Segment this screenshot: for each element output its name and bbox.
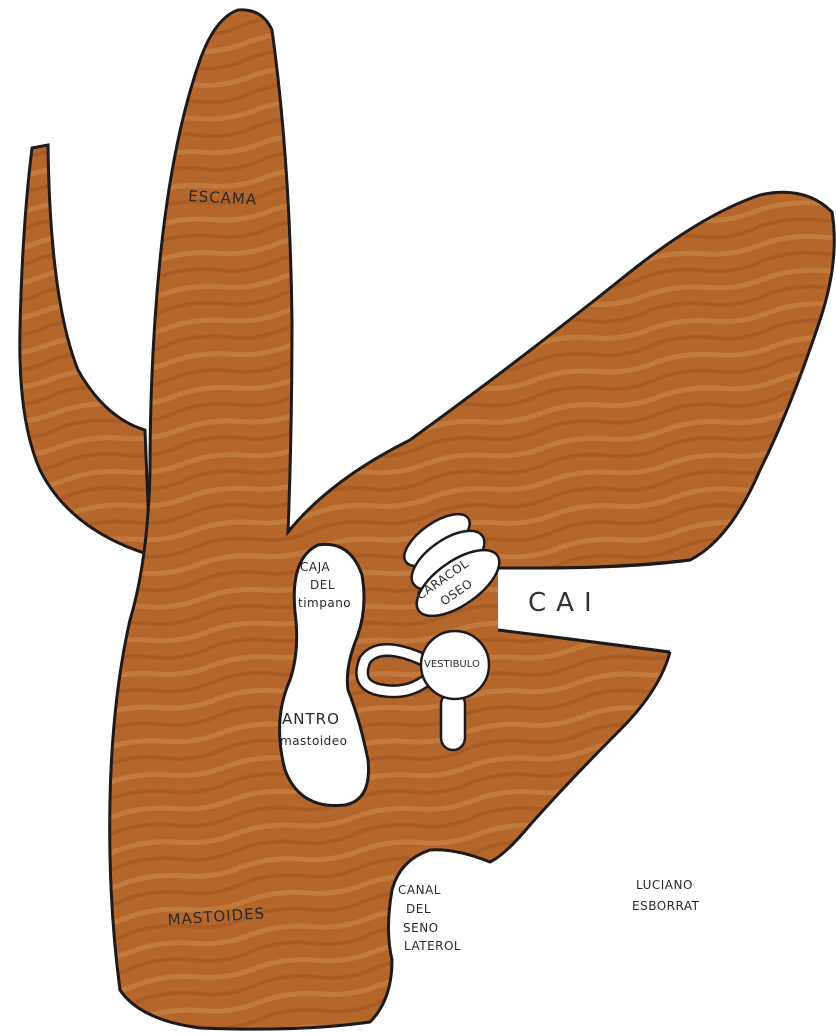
zygomatic-hook: [20, 145, 150, 555]
temporal-bone: [20, 10, 834, 1029]
label-caja-line3: timpano: [298, 596, 351, 610]
label-vestibulo: VESTIBULO: [424, 659, 480, 670]
label-antro-line2: mastoideo: [280, 734, 348, 748]
label-antro-line1: ANTRO: [282, 710, 340, 728]
label-canal-line4: LATEROL: [404, 939, 461, 953]
author-name-line1: LUCIANO: [636, 878, 693, 892]
label-canal-line3: SENO: [403, 921, 439, 935]
label-caja-line1: CAJA: [300, 560, 330, 574]
vestibule-stalk: [441, 692, 465, 750]
label-canal-line1: CANAL: [398, 883, 441, 897]
bone-main-body: [110, 10, 835, 1029]
label-caja-line2: DEL: [310, 578, 335, 592]
label-canal-line2: DEL: [406, 902, 431, 916]
label-escama: ESCAMA: [188, 187, 258, 209]
label-cai: CAI: [528, 588, 602, 618]
author-name-line2: ESBORRAT: [632, 899, 700, 913]
